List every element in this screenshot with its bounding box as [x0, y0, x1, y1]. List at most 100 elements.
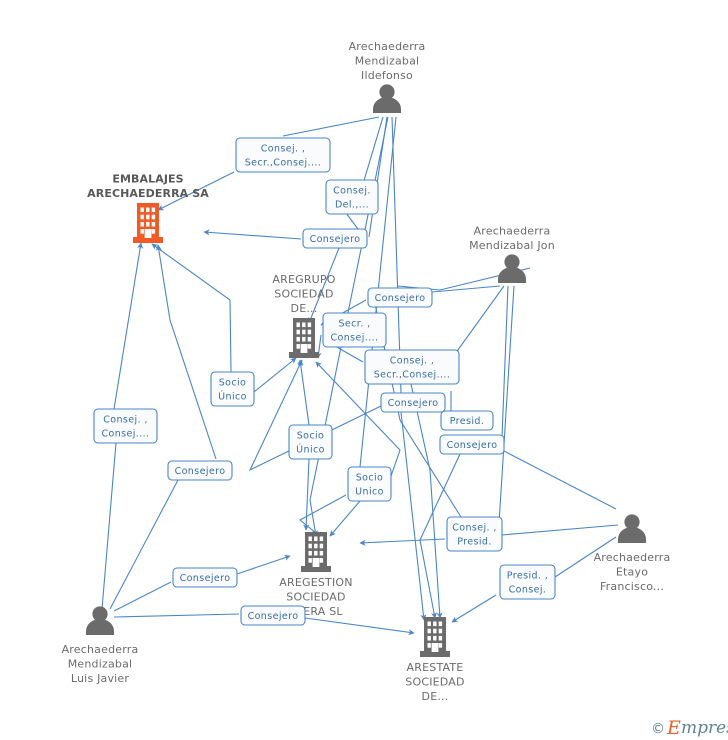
relationship-edge	[304, 617, 415, 636]
node-label-line: AREGESTION	[279, 576, 352, 589]
relationship-edge	[303, 458, 310, 531]
edge-label-text: Unico	[355, 487, 384, 498]
node-label-line: Luis Javier	[71, 672, 130, 685]
relationship-edge	[253, 357, 297, 393]
relationship-edge	[308, 247, 340, 324]
relationship-edge	[315, 361, 401, 480]
relationship-edge	[431, 285, 501, 293]
node-aregrupo[interactable]: AREGRUPO SOCIEDADDE...	[272, 273, 336, 358]
node-label-line: Francisco...	[600, 580, 664, 593]
edge-label-box	[210, 371, 255, 407]
node-label-line: Mendizabal	[355, 55, 420, 68]
edge-label-text: Presid.	[450, 416, 485, 427]
node-label-line: ARECHAEDERRA SA	[87, 187, 209, 200]
edge-label-lbl-15[interactable]: Consejero	[172, 567, 238, 588]
edge-label-box	[235, 137, 331, 173]
node-label-line: AREGRUPO	[272, 273, 335, 286]
relationship-edge	[297, 359, 310, 426]
building-icon	[420, 617, 450, 657]
edge-label-box	[499, 564, 556, 600]
edge-label-lbl-10[interactable]: Consej. , Consej....	[93, 408, 158, 444]
edge-labels-layer: Consej. ,Secr.,Consej....Consej.Del.,...…	[93, 137, 556, 626]
edge-label-text: Consejero	[447, 440, 498, 451]
relationship-edge	[109, 479, 179, 610]
edge-label-lbl-14[interactable]: Consejero	[167, 460, 233, 481]
relationship-edge	[282, 116, 380, 137]
node-label-line: ARESTATE	[407, 661, 464, 674]
edge-label-text: Consej. ,	[452, 523, 497, 534]
relationship-edge	[155, 244, 217, 460]
edge-label-text: Socio	[297, 431, 325, 442]
edge-label-text: Consej. ,	[103, 415, 148, 426]
relationship-edge	[554, 536, 617, 578]
relationship-edge	[113, 581, 172, 612]
copyright-symbol: ©	[651, 721, 665, 737]
edge-label-box	[440, 410, 494, 431]
edge-label-lbl-7[interactable]: Consejero	[380, 392, 446, 413]
edge-label-text: Consej.	[333, 186, 371, 197]
edge-label-lbl-3[interactable]: Consejero	[302, 228, 368, 249]
edge-label-box	[167, 460, 233, 481]
node-label-line: SOCIEDAD	[286, 591, 345, 604]
edge-label-lbl-17[interactable]: Consej. , Presid.	[446, 516, 503, 552]
node-francisco[interactable]: ArechaederraEtayoFrancisco...	[594, 514, 671, 593]
node-label-line: Etayo	[616, 566, 648, 579]
edge-label-text: Presid.	[457, 537, 492, 548]
edge-label-box	[240, 605, 306, 626]
edge-label-lbl-2[interactable]: Consej. Del.,...	[325, 179, 379, 215]
node-label-line: Mendizabal	[68, 658, 133, 671]
node-label-line: Arechaederra	[349, 40, 426, 53]
node-arestate[interactable]: ARESTATESOCIEDADDE...	[405, 617, 464, 703]
node-label-line: DE...	[291, 302, 318, 315]
edge-label-text: Único	[296, 444, 325, 456]
node-label-line: Arechaederra	[594, 551, 671, 564]
edge-label-text: Consej....	[102, 429, 150, 440]
node-label-line: Arechaederra	[474, 225, 551, 238]
edge-label-lbl-1[interactable]: Consej. ,Secr.,Consej....	[235, 137, 331, 173]
edge-label-text: Del.,...	[335, 200, 369, 211]
edge-label-box	[446, 516, 503, 552]
edge-label-box	[325, 179, 379, 215]
edge-label-text: Socio	[219, 378, 247, 389]
empresia-watermark: © E mpresia	[651, 717, 728, 739]
edge-label-lbl-9[interactable]: Consejero	[439, 434, 505, 455]
edge-label-lbl-5[interactable]: Secr. ,Consej....	[322, 312, 387, 348]
person-icon	[618, 514, 646, 543]
person-icon	[498, 254, 526, 283]
edge-label-box	[288, 424, 333, 460]
edge-label-text: Secr.,Consej....	[245, 158, 322, 169]
edge-label-text: Consejero	[375, 293, 426, 304]
edge-label-lbl-8[interactable]: Presid.	[440, 410, 494, 431]
edges-layer	[101, 116, 619, 636]
edge-label-text: Consejero	[248, 611, 299, 622]
person-icon	[86, 606, 114, 635]
edge-label-text: Único	[218, 391, 247, 403]
edge-label-box	[93, 408, 158, 444]
node-label-line: Mendizabal Jon	[469, 239, 555, 252]
relationship-edge	[359, 538, 446, 546]
building-icon	[301, 532, 331, 572]
edge-label-text: Consejero	[310, 234, 361, 245]
relationship-edge	[236, 554, 291, 575]
node-label-line: SOCIEDAD	[274, 288, 333, 301]
edge-label-lbl-16[interactable]: Consejero	[240, 605, 306, 626]
edge-label-lbl-4[interactable]: Consejero	[367, 287, 433, 308]
edge-label-text: Presid. ,	[507, 571, 548, 582]
relationship-edge	[113, 242, 144, 410]
edge-label-lbl-18[interactable]: Presid. ,Consej.	[499, 564, 556, 600]
edge-label-box	[380, 392, 446, 413]
relationship-edge	[203, 229, 302, 240]
edge-label-lbl-6[interactable]: Consej. ,Secr.,Consej....	[364, 349, 460, 385]
relationship-edge	[299, 494, 347, 538]
building-icon	[133, 203, 163, 243]
relationship-edge	[498, 285, 515, 524]
